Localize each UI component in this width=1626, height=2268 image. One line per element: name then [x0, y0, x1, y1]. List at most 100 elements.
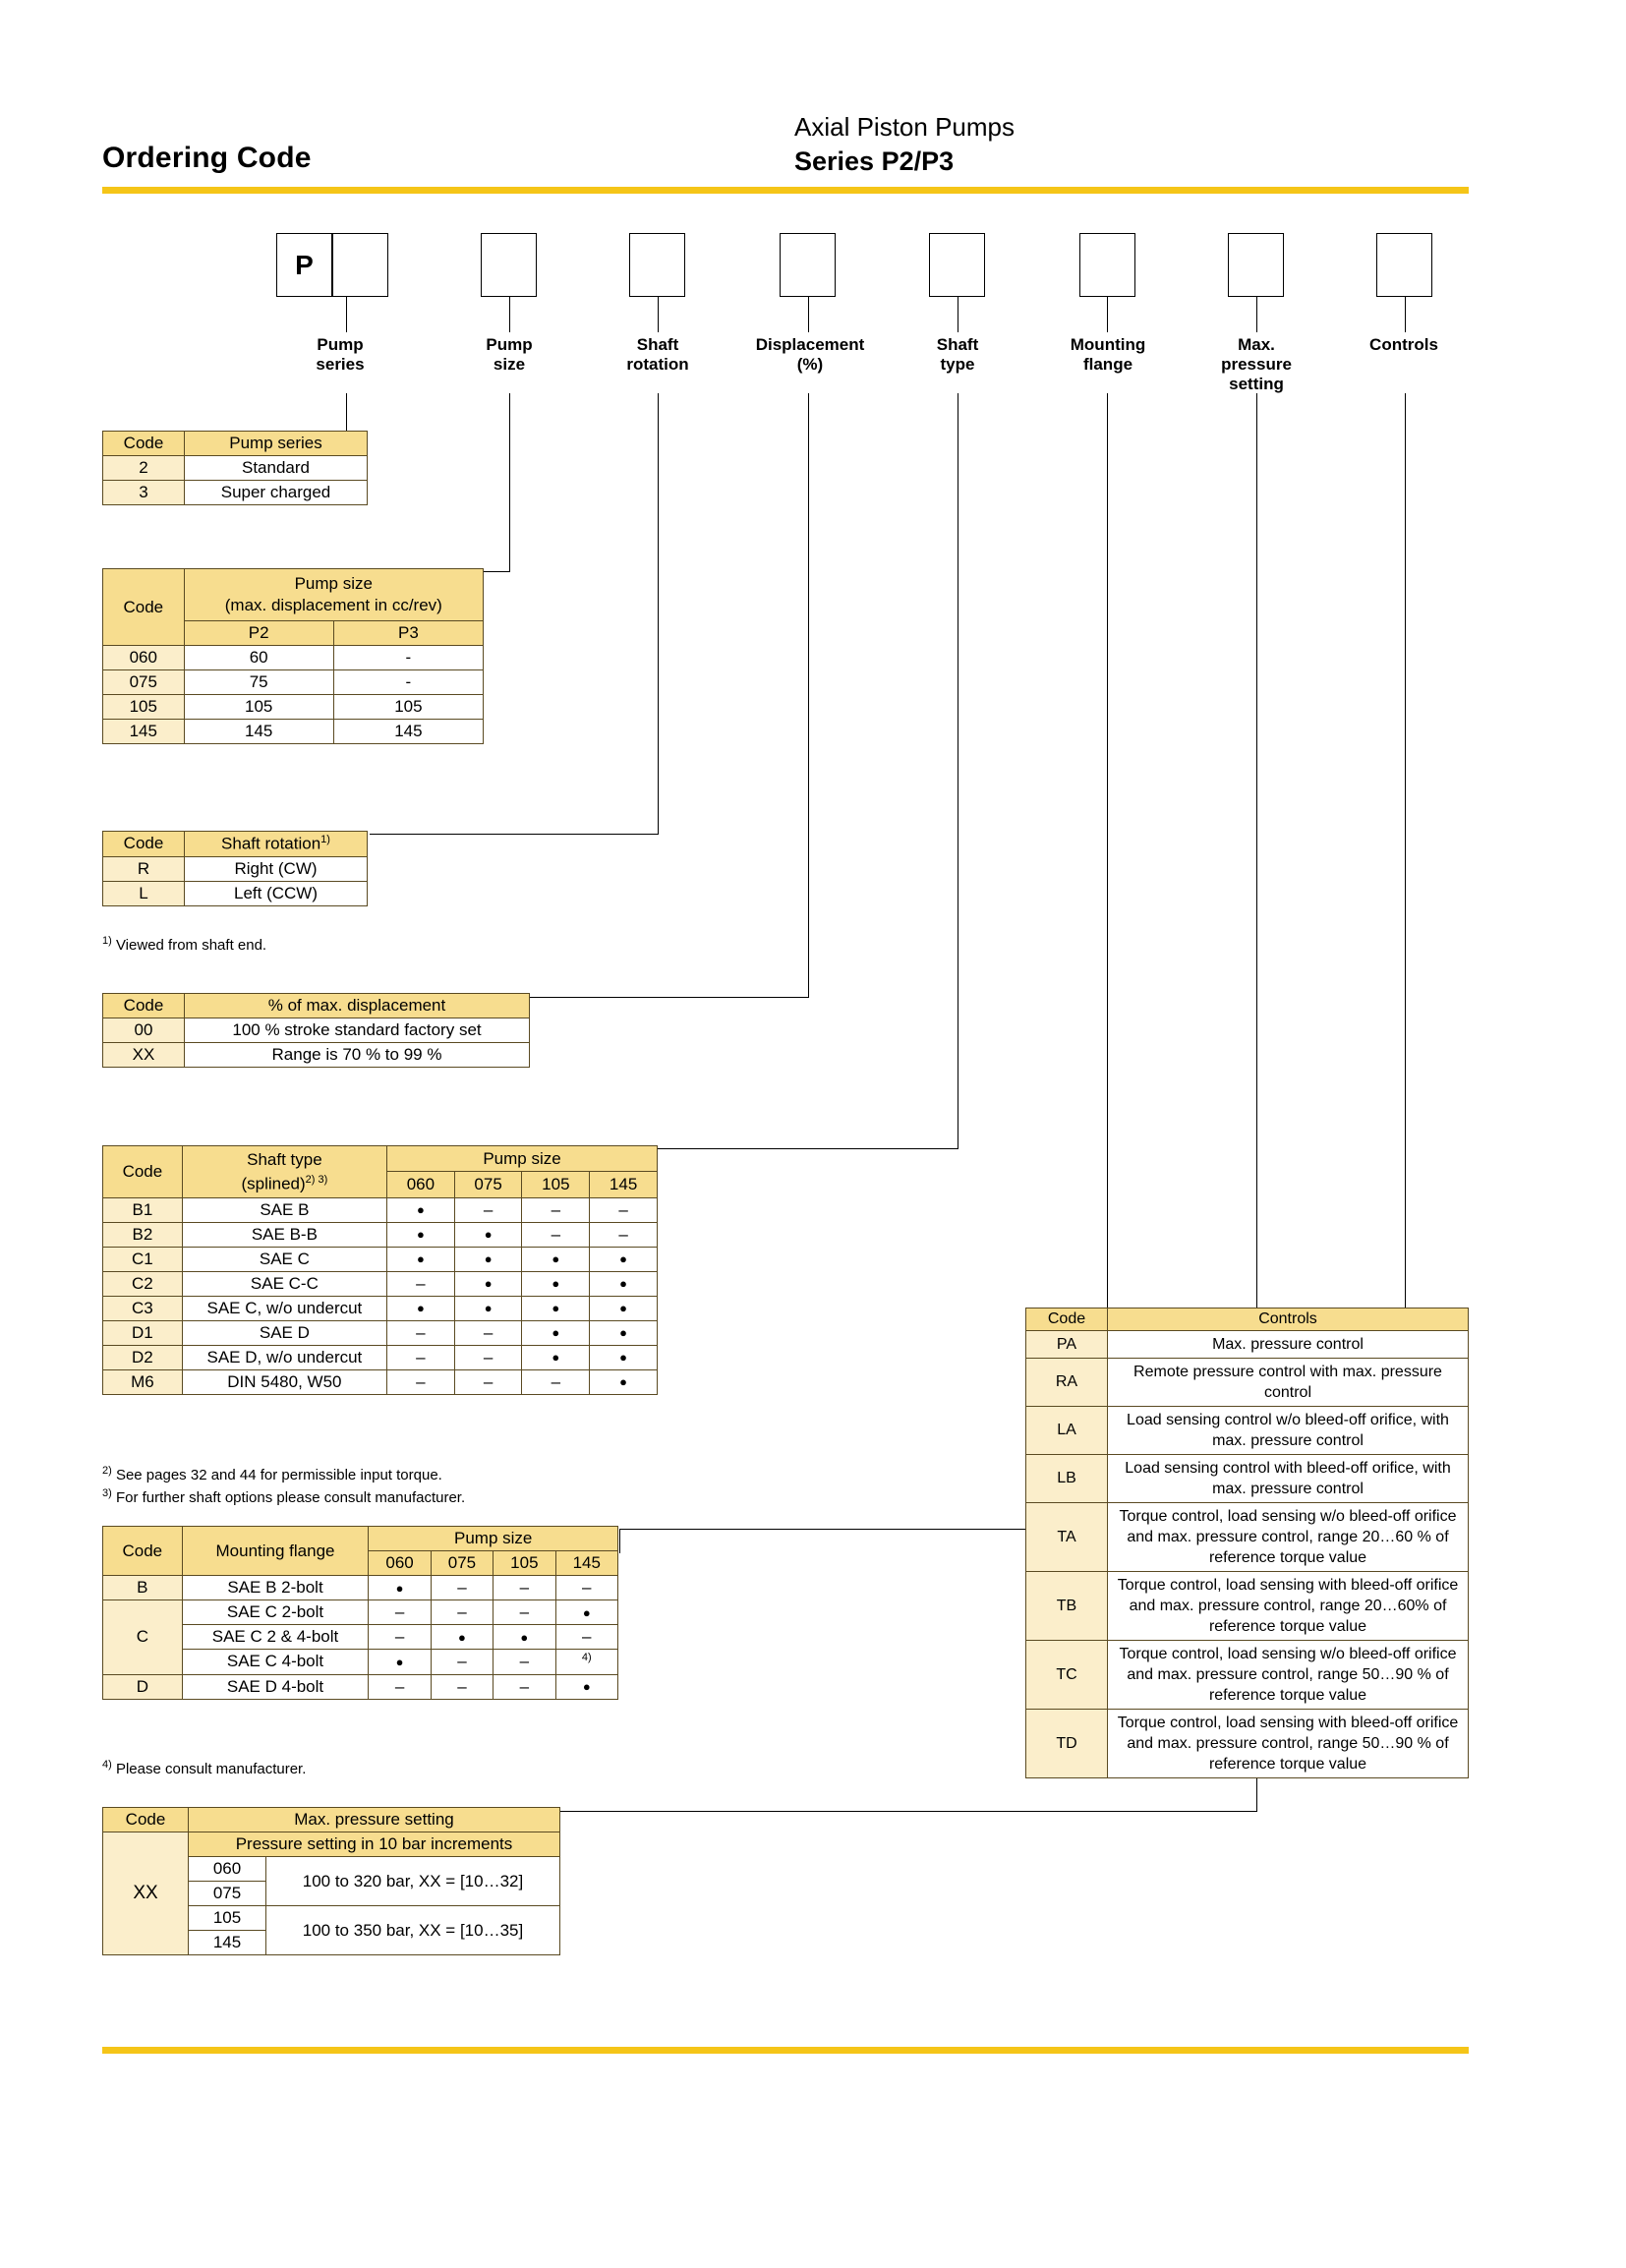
caption-controls: Controls [1341, 335, 1467, 355]
table-row: 3 Super charged [102, 480, 368, 505]
mark-unavailable: – [493, 1649, 556, 1675]
mark-available: ● [493, 1624, 556, 1650]
connector-mounting-flange-down [1107, 393, 1109, 1529]
shaft-rotation-table: Code Shaft rotation1) R Right (CW) L Lef… [102, 831, 368, 906]
connector-stub-displacement [808, 297, 810, 332]
mark-available: ● [521, 1295, 591, 1321]
pump-series-table: Code Pump series 2 Standard 3 Super char… [102, 431, 368, 505]
caption-shaft-rotation: Shaft rotation [598, 335, 718, 375]
code-box-displacement[interactable] [780, 233, 836, 297]
code-box-pump-series[interactable] [332, 233, 388, 297]
caption-shaft-type-l1: Shaft [936, 335, 979, 354]
cell-mounting-flange: SAE C 2 & 4-bolt [181, 1624, 370, 1650]
header-shaft-type: Shaft type (splined)2) 3) [181, 1145, 388, 1198]
mark-available: ● [521, 1344, 591, 1370]
mark-available: ● [368, 1575, 432, 1600]
mark-unavailable: – [521, 1196, 591, 1223]
code-box-mounting-flange[interactable] [1079, 233, 1135, 297]
mark-available: ● [453, 1270, 523, 1297]
header-max-pressure: Max. pressure setting [188, 1807, 560, 1832]
caption-mounting-flange-l1: Mounting [1070, 335, 1146, 354]
cell-code: TB [1025, 1571, 1108, 1641]
cell-code: 075 [102, 669, 185, 695]
cell-code-xx: XX [102, 1832, 189, 1955]
table-row: 060 100 to 320 bar, XX = [10…32] [103, 1856, 560, 1906]
footnote-2-text: See pages 32 and 44 for permissible inpu… [115, 1467, 442, 1483]
mark-unavailable: – [453, 1319, 523, 1346]
mark-unavailable: – [493, 1599, 556, 1625]
connector-max-pressure-down [1256, 393, 1258, 1811]
footer-rule [102, 2047, 1469, 2054]
connector-stub-pump-size [509, 297, 511, 332]
table-row: 2 Standard [102, 455, 368, 481]
caption-shaft-rotation-l1: Shaft [636, 335, 679, 354]
cell-mounting-flange: SAE B 2-bolt [181, 1575, 370, 1600]
code-box-controls[interactable] [1376, 233, 1432, 297]
code-box-shaft-type[interactable] [929, 233, 985, 297]
header-pressure-increments: Pressure setting in 10 bar increments [188, 1832, 560, 1857]
caption-max-pressure-l1: Max. [1238, 335, 1275, 354]
header-pump-size: Pump size (max. displacement in cc/rev) [183, 568, 485, 621]
footnote-2: 2) See pages 32 and 44 for permissible i… [102, 1462, 442, 1484]
header-code: Code [102, 993, 185, 1018]
header-code: Code [102, 431, 185, 456]
cell-control-description: Torque control, load sensing w/o bleed-o… [1107, 1502, 1469, 1572]
cell-range-1: 100 to 320 bar, XX = [10…32] [265, 1856, 560, 1906]
cell-p3: 105 [332, 694, 485, 720]
connector-max-pressure-across [560, 1811, 1257, 1813]
table-row: R Right (CW) [102, 855, 368, 882]
cell-code: R [102, 855, 185, 882]
table-row: 00 100 % stroke standard factory set [102, 1018, 530, 1043]
caption-shaft-rotation-l2: rotation [626, 355, 689, 374]
cell-code: TC [1025, 1640, 1108, 1710]
mark-available: ● [453, 1246, 523, 1272]
header-pump-size: Pump size [368, 1526, 618, 1551]
cell-code: C1 [102, 1246, 183, 1272]
caption-max-pressure-l3: setting [1229, 375, 1284, 393]
cell-code: LB [1025, 1454, 1108, 1503]
header-pump-size: Pump size [386, 1144, 658, 1173]
cell-p2: 75 [183, 669, 334, 695]
cell-size-105: 105 [188, 1905, 266, 1931]
cell-mounting-flange: SAE C 4-bolt [181, 1649, 370, 1675]
code-box-shaft-rotation[interactable] [629, 233, 685, 297]
caption-shaft-type-l2: type [940, 355, 975, 374]
cell-desc: Standard [184, 455, 368, 481]
caption-displacement-l1: Displacement [755, 335, 865, 354]
mark-unavailable: – [493, 1673, 556, 1700]
mark-unavailable: – [589, 1221, 658, 1248]
code-box-pump-size[interactable] [481, 233, 537, 297]
mark-footnote-4: 4) [554, 1649, 619, 1675]
footnote-marker-1: 1) [320, 834, 330, 845]
footnote-4-marker: 4) [102, 1759, 112, 1771]
mark-available: ● [589, 1368, 658, 1395]
cell-code: M6 [102, 1368, 183, 1395]
footnote-3: 3) For further shaft options please cons… [102, 1484, 465, 1507]
footnote-1-text: Viewed from shaft end. [115, 937, 267, 954]
cell-control-description: Load sensing control with bleed-off orif… [1107, 1454, 1469, 1503]
connector-pump-series-down [346, 393, 348, 433]
cell-code: C [102, 1599, 183, 1675]
mark-unavailable: – [386, 1319, 455, 1346]
code-box-max-pressure[interactable] [1228, 233, 1284, 297]
mark-available: ● [521, 1270, 591, 1297]
caption-pump-size-l1: Pump [486, 335, 533, 354]
shaft-type-table: Code Shaft type (splined)2) 3) Pump size… [102, 1144, 658, 1395]
caption-pump-size: Pump size [450, 335, 568, 375]
caption-pump-series: Pump series [281, 335, 399, 375]
header-size-075: 075 [430, 1550, 494, 1576]
connector-shaft-rotation-across [370, 834, 659, 836]
cell-p3: 145 [332, 719, 485, 744]
footnote-4-text: Please consult manufacturer. [115, 1761, 307, 1777]
header-size-145: 145 [589, 1171, 658, 1198]
caption-shaft-type: Shaft type [900, 335, 1016, 375]
mark-available: ● [386, 1295, 455, 1321]
table-row: SAE C 2 & 4-bolt–●●– [103, 1624, 619, 1650]
table-row: 060 60 - [102, 645, 485, 670]
mark-unavailable: – [430, 1649, 494, 1675]
